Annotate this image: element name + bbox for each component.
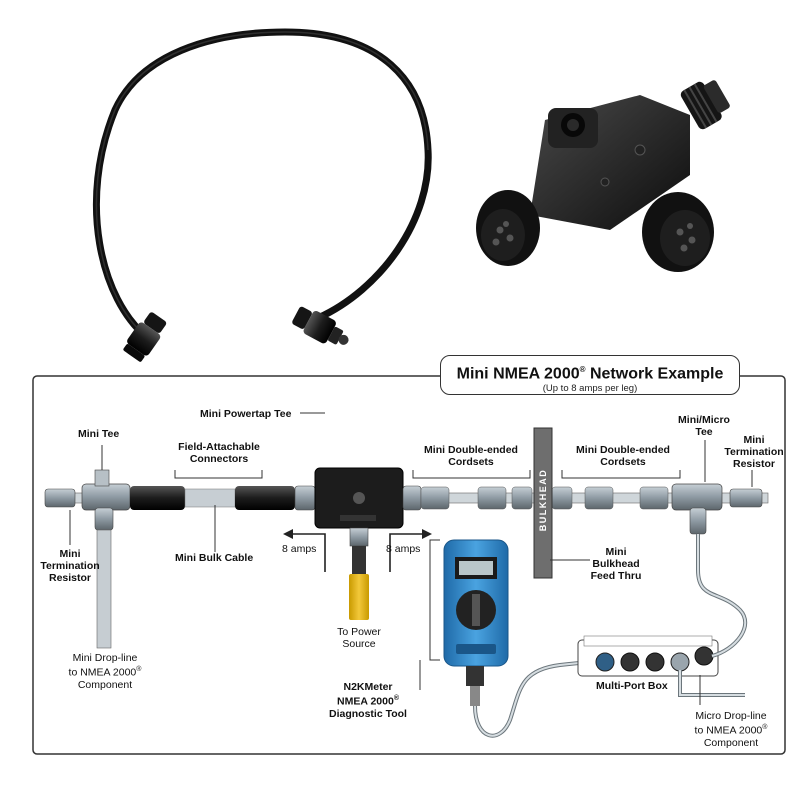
amps-arrowhead-right-icon <box>422 529 432 539</box>
tee-socket-left <box>476 190 540 266</box>
amps-arrowhead-left-icon <box>283 529 293 539</box>
tee-threaded-port <box>680 80 730 130</box>
diagram-subtitle: (Up to 8 amps per leg) <box>542 383 638 395</box>
mini-micro-tee-icon <box>671 483 723 535</box>
mini-powertap-tee-icon <box>294 467 422 547</box>
multi-port-box-icon <box>577 635 719 677</box>
left-termination-resistor-icon <box>44 488 76 508</box>
diagram-title: Mini NMEA 2000® Network Example <box>456 365 724 383</box>
field-attachable-connectors-icon <box>130 486 295 510</box>
amps-arrow-right-icon <box>389 533 425 572</box>
cable-connector-right <box>292 306 349 345</box>
label-amps-left: 8 amps <box>282 543 317 555</box>
cordset-cable-photo <box>92 28 432 362</box>
right-termination-resistor-icon <box>729 488 763 508</box>
backbone <box>44 467 769 547</box>
cable-connector-left <box>123 312 167 362</box>
label-mini-tee: Mini Tee <box>78 428 120 440</box>
label-multi-port-box: Multi-Port Box <box>596 680 668 692</box>
callout-lines <box>69 412 753 705</box>
double-ended-cordset-left-icon <box>420 486 533 510</box>
bulkhead-icon <box>533 427 553 579</box>
n2kmeter-bracket <box>429 539 440 661</box>
double-ended-cordset-right-icon <box>551 486 669 510</box>
diagram-title-box: Mini NMEA 2000® Network Example (Up to 8… <box>440 355 740 395</box>
label-mini-powertap-tee: Mini Powertap Tee <box>200 408 292 420</box>
tee-connector-photo <box>476 80 730 272</box>
mini-tee-left-icon <box>81 469 131 531</box>
n2kmeter-device-icon <box>443 539 509 706</box>
amps-arrow-left-icon <box>290 533 326 572</box>
label-amps-right: 8 amps <box>386 543 421 555</box>
tee-socket-right <box>642 192 714 272</box>
bulkhead-text: BULKHEAD <box>538 469 548 532</box>
label-mini-bulk-cable: Mini Bulk Cable <box>175 552 254 564</box>
mini-drop-line-icon <box>96 529 112 649</box>
power-source-drop-icon <box>349 546 369 620</box>
